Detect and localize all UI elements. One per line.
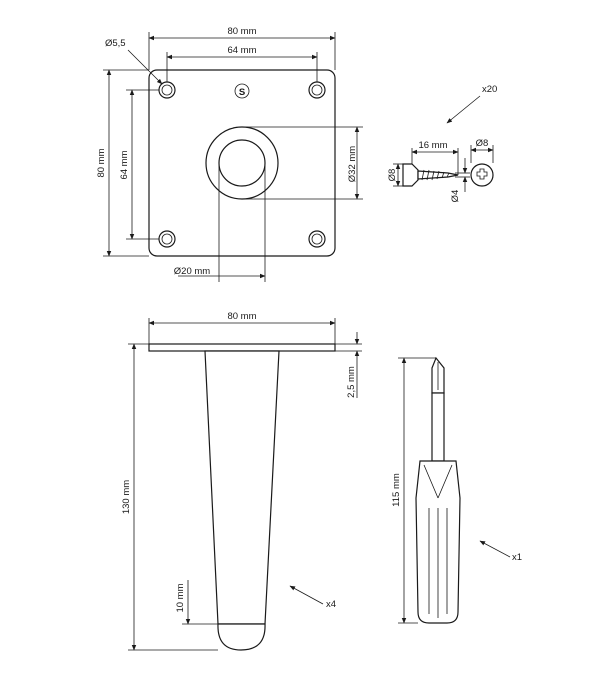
furniture-leg [148, 343, 336, 651]
plate-thickness-label: 2,5 mm [346, 366, 357, 398]
svg-text:S: S [239, 87, 245, 98]
screwdriver-quantity-label: x1 [512, 552, 522, 563]
hole-spacing-label: 64 mm [227, 45, 256, 56]
hole-diameter-label: Ø5,5 [105, 38, 126, 49]
screw-quantity-label: x20 [482, 84, 497, 95]
leg-plate-width-label: 80 mm [227, 311, 256, 322]
screw-length-label: 16 mm [418, 140, 447, 151]
leg-foot-cap [217, 623, 266, 651]
leg-height-label: 130 mm [121, 480, 132, 514]
plate-width-label: 80 mm [227, 26, 256, 37]
screwdriver-shaft [431, 392, 445, 462]
plate-hole-top-left [158, 81, 176, 99]
plate-hole-top-right [308, 81, 326, 99]
plate-hole-bottom-left [158, 230, 176, 248]
leg-mounting-plate [148, 343, 336, 352]
screw-head-cross-icon [470, 163, 494, 187]
leg-dimensions: 80 mm 2,5 mm 130 mm 10 mm x4 [121, 311, 362, 651]
plate-hole-bottom-right [308, 230, 326, 248]
plate-height-label: 80 mm [96, 148, 107, 177]
mounting-plate: S [148, 69, 336, 257]
plate-dimensions: 80 mm 64 mm Ø5,5 80 mm 64 mm Ø32 mm Ø20 … [96, 26, 363, 282]
thread-hole-label: Ø8 [476, 138, 489, 149]
screwdriver [415, 356, 461, 624]
foot-cap-height-label: 10 mm [175, 583, 186, 612]
screw-shank-diameter-label: Ø4 [450, 190, 461, 203]
screw-head [402, 163, 419, 187]
leg-quantity-label: x4 [326, 599, 336, 610]
screw-head-diameter-label: Ø8 [387, 169, 398, 182]
inner-diameter-label: Ø20 mm [174, 266, 211, 277]
socket-diameter-label: Ø32 mm [347, 146, 358, 183]
wood-screw [402, 163, 494, 187]
brand-logo: S [234, 83, 250, 99]
socket-inner-circle [218, 139, 266, 187]
hole-vertical-spacing-label: 64 mm [119, 150, 130, 179]
screwdriver-dimensions: 115 mm x1 [391, 357, 522, 624]
leg-taper-body [204, 350, 280, 625]
screw-dimensions: 16 mm Ø8 Ø8 Ø4 x20 [387, 84, 497, 202]
screwdriver-length-label: 115 mm [391, 473, 402, 507]
